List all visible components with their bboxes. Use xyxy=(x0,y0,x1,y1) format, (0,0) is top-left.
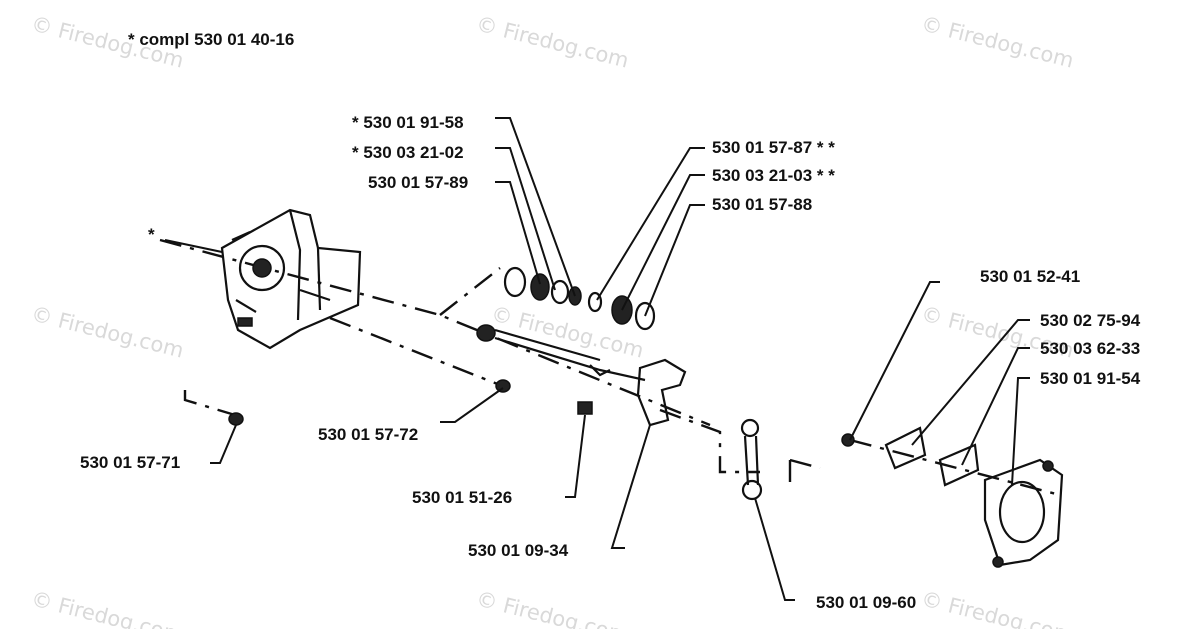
screw-part xyxy=(228,412,244,426)
label-530-03-21-02: * 530 03 21-02 xyxy=(352,143,464,162)
header-note: * compl 530 01 40-16 xyxy=(128,30,294,49)
crankcase-cover xyxy=(983,458,1064,568)
assembly-axis xyxy=(659,408,821,490)
crankshaft xyxy=(476,324,687,427)
assembly-axis xyxy=(329,316,501,387)
label-530-01-57-88: 530 01 57-88 xyxy=(712,195,812,214)
label-530-01-57-71: 530 01 57-71 xyxy=(80,453,180,472)
key-part xyxy=(577,401,593,415)
part-labels: * 530 01 91-58 * 530 03 21-02 530 01 57-… xyxy=(80,113,1141,612)
label-530-01-91-58: * 530 01 91-58 xyxy=(352,113,464,132)
label-530-01-52-41: 530 01 52-41 xyxy=(980,267,1080,286)
label-530-02-75-94: 530 02 75-94 xyxy=(1040,311,1141,330)
screw-part xyxy=(495,379,511,393)
connecting-rod xyxy=(740,418,763,501)
watermark-text: © Firedog.com xyxy=(29,587,186,629)
watermark-text: © Firedog.com xyxy=(474,587,631,629)
label-530-03-62-33: 530 03 62-33 xyxy=(1040,339,1140,358)
label-530-01-09-34: 530 01 09-34 xyxy=(468,541,569,560)
label-530-01-57-87: 530 01 57-87 * * xyxy=(712,138,835,157)
watermark-text: © Firedog.com xyxy=(919,587,1076,629)
watermark-text: © Firedog.com xyxy=(919,12,1076,73)
label-530-01-91-54: 530 01 91-54 xyxy=(1040,369,1141,388)
watermark-text: © Firedog.com xyxy=(474,12,631,73)
label-530-01-51-26: 530 01 51-26 xyxy=(412,488,512,507)
label-star: * xyxy=(148,225,155,244)
watermarks: © Firedog.com © Firedog.com © Firedog.co… xyxy=(29,12,1076,629)
seal-plate-part xyxy=(938,443,980,487)
label-530-03-21-03: 530 03 21-03 * * xyxy=(712,166,835,185)
gasket-part xyxy=(884,426,927,470)
watermark-text: © Firedog.com xyxy=(29,302,186,363)
label-530-01-09-60: 530 01 09-60 xyxy=(816,593,916,612)
crankcase-housing xyxy=(220,208,362,350)
assembly-axis xyxy=(183,390,236,417)
leader-lines xyxy=(164,117,1030,601)
label-530-01-57-89: 530 01 57-89 xyxy=(368,173,468,192)
label-530-01-57-72: 530 01 57-72 xyxy=(318,425,418,444)
assembly-axis xyxy=(439,267,501,316)
assembly-axis xyxy=(849,438,1061,497)
